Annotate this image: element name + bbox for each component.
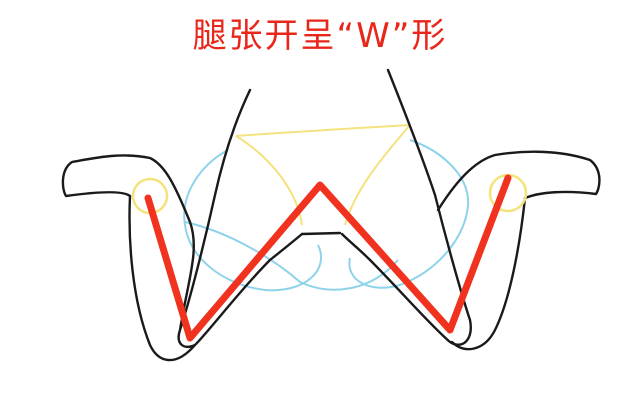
pelvis-left-guide	[235, 135, 303, 226]
crotch-outline	[300, 231, 342, 236]
page-title: 腿张开呈“W”形	[192, 16, 448, 56]
left-leg-outline	[61, 88, 304, 362]
w-shape-marker	[144, 174, 512, 342]
lower-blue-arc	[184, 221, 399, 291]
pelvis-top-guide	[235, 124, 411, 137]
left-thigh-guide	[183, 149, 323, 292]
pelvis-right-guide	[344, 124, 411, 226]
right-leg-outline	[340, 68, 601, 351]
right-thigh-guide	[348, 139, 470, 289]
